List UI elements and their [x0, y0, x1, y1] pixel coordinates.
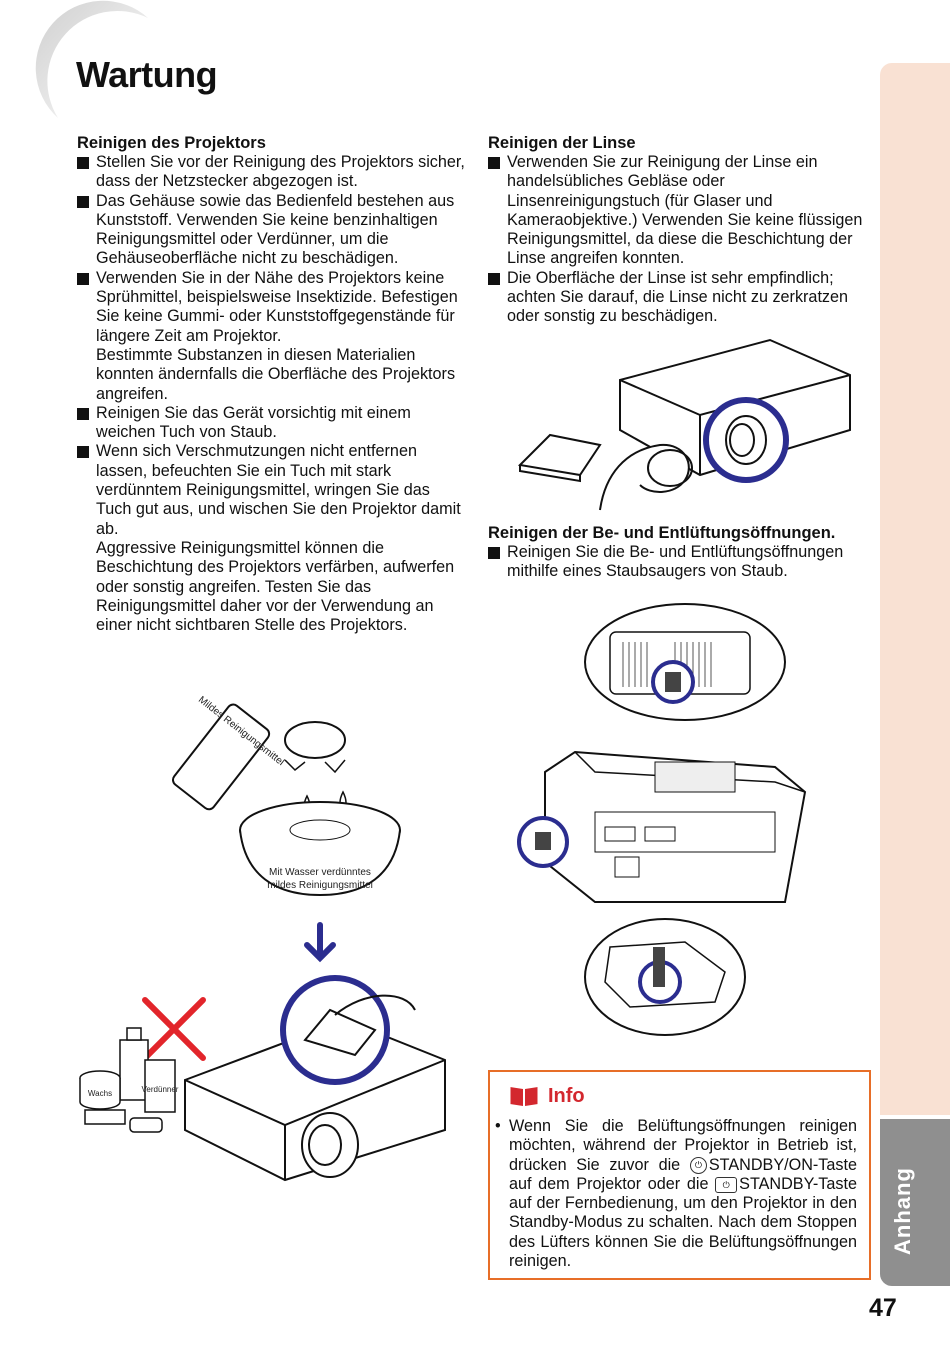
info-title: Info — [548, 1084, 585, 1107]
wax-label: Wachs — [88, 1089, 112, 1098]
bullet-text: Verwenden Sie in der Nähe des Projektors… — [96, 268, 458, 345]
bullet-text: Die Oberfläche der Linse ist sehr empfin… — [507, 268, 849, 326]
side-tab-anhang[interactable] — [880, 1119, 950, 1286]
info-text-part-2: STANDBY/ON-Taste auf dem Projektor oder … — [509, 1155, 857, 1193]
vent-cleaning-illustration — [517, 603, 807, 1036]
side-tab-divider — [880, 1115, 950, 1120]
list-item: Reinigen Sie die Be- und Entlüftungsöffn… — [488, 543, 873, 582]
side-tab-label: Anhang — [890, 1167, 915, 1255]
right-column-vents: Reinigen der Be- und Entlüftungsöffnunge… — [488, 523, 873, 582]
bowl-label-line-1: Mit Wasser verdünntes — [269, 867, 371, 878]
title-swoosh-decoration — [35, 0, 148, 119]
list-item: Die Oberfläche der Linse ist sehr empfin… — [488, 269, 873, 327]
page-title: Wartung — [76, 54, 218, 95]
bullet-text: Das Gehäuse sowie das Bedienfeld bestehe… — [96, 191, 455, 268]
bullet-text: Wenn sich Verschmutzungen nicht entferne… — [96, 442, 461, 538]
standby-remote-button-icon: ⏻ — [715, 1176, 738, 1193]
list-item: Reinigen Sie das Gerät vorsichtig mit ei… — [77, 404, 467, 443]
right-column-lens: Reinigen der Linse Verwenden Sie zur Rei… — [488, 133, 873, 327]
info-bullet-dot: • — [495, 1117, 501, 1135]
bullet-square-icon — [77, 157, 89, 169]
bullet-square-icon — [77, 272, 89, 285]
projector-cleaning-illustration: Mildes Reinigungsmittel Mit Wasser verdü… — [79, 694, 446, 1182]
info-box: Info • Wenn Sie die Belüftungsöffnungen … — [488, 1070, 871, 1280]
down-arrow-icon — [304, 922, 336, 963]
bullet-square-icon — [77, 195, 89, 208]
bullet-text: Bestimmte Substanzen in diesen Materiali… — [96, 345, 456, 403]
lens-highlight-circle — [703, 397, 789, 483]
list-item: Wenn sich Verschmutzungen nicht entferne… — [77, 442, 467, 635]
page-number: 47 — [869, 1294, 897, 1322]
vent-bullet-list: Reinigen Sie die Be- und Entlüftungsöffn… — [488, 543, 873, 582]
info-text: • Wenn Sie die Belüftungsöffnungen reini… — [495, 1117, 857, 1271]
info-text-part-3: STANDBY-Taste auf der Fernbedienung, um … — [509, 1174, 857, 1271]
projector-bullet-list: Stellen Sie vor der Reinigung des Projek… — [77, 153, 467, 635]
thinner-label: Verdünner — [142, 1085, 179, 1094]
list-item: Das Gehäuse sowie das Bedienfeld bestehe… — [77, 192, 467, 269]
bullet-text: Aggressive Reinigungsmittel können die B… — [96, 538, 455, 635]
section-heading-projector: Reinigen des Projektors — [77, 134, 266, 152]
lens-cleaning-illustration — [517, 338, 851, 511]
info-body: Wenn Sie die Belüftungsöffnungen reinige… — [495, 1117, 857, 1271]
list-item: Stellen Sie vor der Reinigung des Projek… — [77, 153, 467, 192]
bullet-text: Reinigen Sie das Gerät vorsichtig mit ei… — [96, 403, 411, 442]
info-text-part-1: Wenn Sie die Belüftungsöffnungen reinige… — [509, 1117, 857, 1174]
bullet-square-icon — [77, 407, 89, 420]
bullet-text: Verwenden Sie zur Reinigung der Linse ei… — [507, 153, 863, 268]
bowl-label-line-2: mildes Reinigungsmittel — [267, 880, 373, 891]
standby-on-button-icon: ⏻ — [689, 1156, 707, 1174]
bullet-text: Reinigen Sie die Be- und Entlüftungsöffn… — [507, 543, 844, 581]
bullet-text: Stellen Sie vor der Reinigung des Projek… — [96, 153, 465, 191]
info-header: Info — [508, 1084, 585, 1108]
bullet-square-icon — [488, 272, 500, 285]
no-chemicals-cross-icon — [142, 997, 206, 1061]
section-heading-vents: Reinigen der Be- und Entlüftungsöffnunge… — [488, 524, 836, 542]
lens-bullet-list: Verwenden Sie zur Reinigung der Linse ei… — [488, 153, 873, 327]
bullet-square-icon — [488, 157, 500, 169]
bullet-square-icon — [77, 446, 89, 459]
bullet-square-icon — [488, 547, 500, 559]
list-item: Verwenden Sie in der Nähe des Projektors… — [77, 269, 467, 404]
left-column: Reinigen des Projektors Stellen Sie vor … — [77, 133, 467, 635]
section-heading-lens: Reinigen der Linse — [488, 134, 636, 152]
side-tab-background — [880, 63, 950, 1119]
book-icon — [509, 1087, 539, 1106]
list-item: Verwenden Sie zur Reinigung der Linse ei… — [488, 153, 873, 269]
